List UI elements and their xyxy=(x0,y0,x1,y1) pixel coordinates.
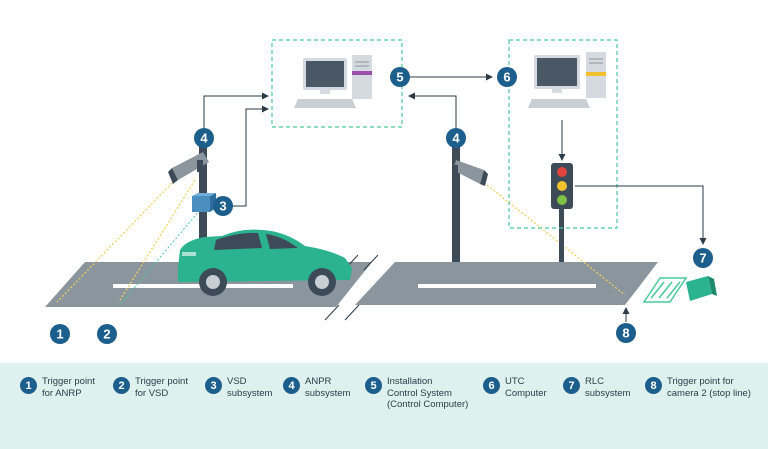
connector-vsd-to-control xyxy=(230,105,269,207)
svg-text:3: 3 xyxy=(219,199,226,214)
trigger-line-anrp xyxy=(56,182,173,303)
svg-text:5: 5 xyxy=(396,70,403,85)
legend-item-trigger-vsd: 2 Trigger point for VSD xyxy=(113,376,188,399)
right-anpr-camera xyxy=(452,160,488,186)
road-break-mark xyxy=(324,304,340,321)
badge-anpr-right: 4 xyxy=(446,128,466,148)
trigger-line-anrp-2 xyxy=(119,179,196,301)
trigger-line-vsd xyxy=(119,209,201,306)
trigger-line-stopline xyxy=(486,184,626,296)
legend-number: 4 xyxy=(283,377,300,394)
left-anpr-camera xyxy=(168,152,209,184)
svg-text:6: 6 xyxy=(503,70,510,85)
connector-right-anpr-to-control xyxy=(408,92,457,128)
svg-text:4: 4 xyxy=(452,131,460,146)
lane-marking xyxy=(418,284,596,288)
svg-text:1: 1 xyxy=(56,327,63,342)
svg-text:8: 8 xyxy=(622,326,629,341)
svg-text:7: 7 xyxy=(699,251,706,266)
connector-light-to-rlc xyxy=(575,185,707,245)
badge-utc: 6 xyxy=(497,67,517,87)
legend-item-trigger-anrp: 1 Trigger point for ANRP xyxy=(20,376,95,399)
svg-text:2: 2 xyxy=(103,327,110,342)
traffic-light-pole xyxy=(559,206,564,262)
stop-line-marking xyxy=(642,277,688,303)
legend-label: Trigger point for ANRP xyxy=(42,376,95,399)
legend-item-anpr: 4 ANPR subsystem xyxy=(283,376,350,399)
legend-label: UTC Computer xyxy=(505,376,547,399)
legend-number: 1 xyxy=(20,377,37,394)
stop-line-stripe xyxy=(666,281,681,299)
rlc-device xyxy=(686,276,712,301)
legend-item-rlc: 7 RLC subsystem xyxy=(563,376,630,399)
legend-label: Trigger point for VSD xyxy=(135,376,188,399)
legend-label: ANPR subsystem xyxy=(305,376,351,399)
badge-trigger-vsd: 2 xyxy=(97,324,117,344)
utc-computer-box xyxy=(508,39,618,229)
legend-item-vsd: 3 VSD subsystem xyxy=(205,376,272,399)
legend-label: RLC subsystem xyxy=(585,376,631,399)
car xyxy=(178,229,352,296)
legend-number: 5 xyxy=(365,377,382,394)
legend-number: 8 xyxy=(645,377,662,394)
stop-line-stripe xyxy=(658,281,673,299)
road-break-mark xyxy=(363,254,379,271)
vsd-device xyxy=(192,193,216,212)
svg-text:4: 4 xyxy=(200,131,208,146)
legend-item-stop-line: 8 Trigger point for camera 2 (stop line) xyxy=(645,376,751,399)
right-pole xyxy=(452,145,460,262)
road-right xyxy=(355,262,658,305)
badge-anpr-left: 4 xyxy=(194,128,214,148)
legend-number: 7 xyxy=(563,377,580,394)
connector-anpr-to-control xyxy=(203,92,269,128)
legend-label: Installation Control System (Control Com… xyxy=(387,376,469,410)
stop-line-stripe xyxy=(650,281,665,299)
badge-trigger-anrp: 1 xyxy=(50,324,70,344)
badge-stop-line: 8 xyxy=(616,323,636,343)
control-computer-box xyxy=(271,39,403,128)
control-computer-icon xyxy=(294,55,372,108)
legend-number: 3 xyxy=(205,377,222,394)
legend-band xyxy=(0,363,768,449)
legend-number: 6 xyxy=(483,377,500,394)
traffic-light xyxy=(551,163,573,209)
rlc-device-side xyxy=(708,276,717,296)
legend-label: VSD subsystem xyxy=(227,376,273,399)
badge-rlc: 7 xyxy=(693,248,713,268)
badge-installation-control: 5 xyxy=(390,67,410,87)
legend-item-installation-control: 5 Installation Control System (Control C… xyxy=(365,376,468,411)
legend-item-utc: 6 UTC Computer xyxy=(483,376,547,399)
road-break-mark xyxy=(344,304,360,321)
utc-computer-icon xyxy=(528,52,606,108)
badge-vsd: 3 xyxy=(213,196,233,216)
legend-label: Trigger point for camera 2 (stop line) xyxy=(667,376,751,399)
legend-number: 2 xyxy=(113,377,130,394)
